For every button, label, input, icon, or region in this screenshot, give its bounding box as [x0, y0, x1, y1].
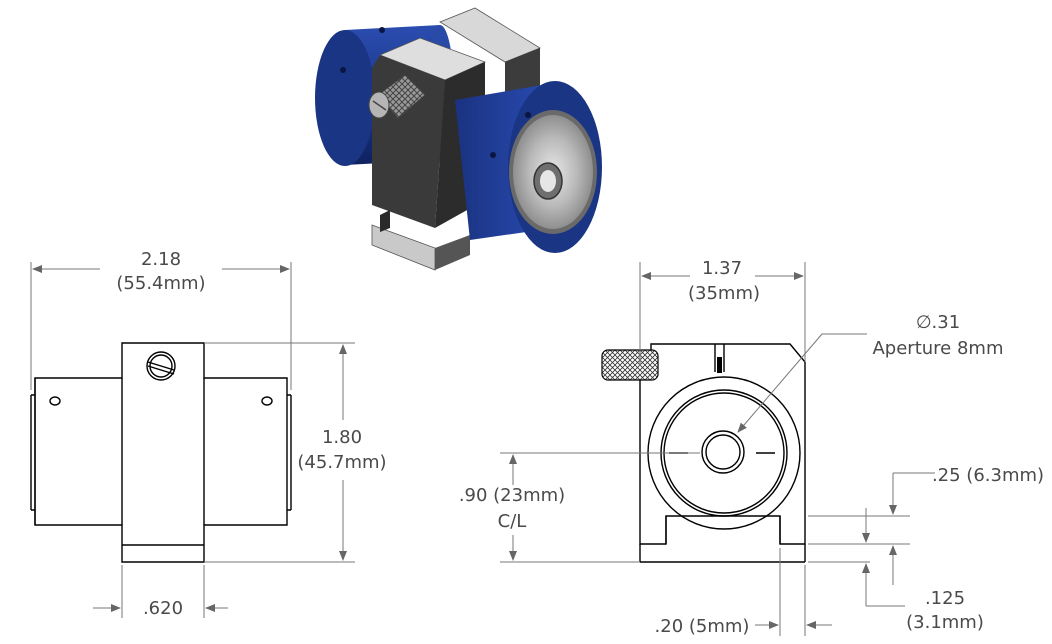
height-mm-label: (45.7mm)	[297, 452, 386, 473]
height-label: 1.80	[322, 427, 362, 448]
thumb-screw-icon	[601, 349, 659, 381]
front-width-mm-label: (55.4mm)	[116, 273, 205, 294]
screw-head-icon	[146, 351, 176, 381]
front-view	[30, 342, 292, 563]
side-width-label: 1.37	[702, 258, 742, 279]
dim-foot-width: .20 (5mm)	[655, 548, 832, 637]
dim-height: 1.80 (45.7mm)	[204, 342, 387, 563]
dim-foot-step: .125 (3.1mm)	[862, 508, 984, 633]
foot-width-label: .20 (5mm)	[655, 616, 750, 637]
aperture-icon	[701, 430, 745, 474]
mount-hole-icon	[261, 396, 273, 406]
slot-width-label: .620	[143, 598, 183, 619]
dim-aperture: ∅.31 Aperture 8mm	[737, 312, 1004, 433]
dim-foot-height: .25 (6.3mm)	[808, 465, 1044, 585]
side-width-mm-label: (35mm)	[688, 283, 760, 304]
dim-front-width: 2.18 (55.4mm)	[30, 249, 292, 390]
foot-step-mm-label: (3.1mm)	[906, 612, 984, 633]
dim-centerline: .90 (23mm) C/L	[459, 452, 700, 563]
aperture-label: Aperture 8mm	[872, 338, 1003, 359]
dim-slot-width: .620	[93, 565, 228, 619]
foot-step-label: .125	[925, 588, 965, 609]
centerline-height-label: .90 (23mm)	[459, 485, 565, 506]
dim-side-width: 1.37 (35mm)	[639, 258, 806, 366]
front-width-label: 2.18	[141, 249, 181, 270]
foot-height-label: .25 (6.3mm)	[932, 465, 1044, 486]
aperture-dia-label: ∅.31	[916, 312, 960, 333]
side-view	[601, 343, 806, 563]
centerline-label: C/L	[498, 511, 527, 532]
mount-hole-icon	[49, 396, 61, 406]
3d-model-render	[315, 7, 602, 271]
